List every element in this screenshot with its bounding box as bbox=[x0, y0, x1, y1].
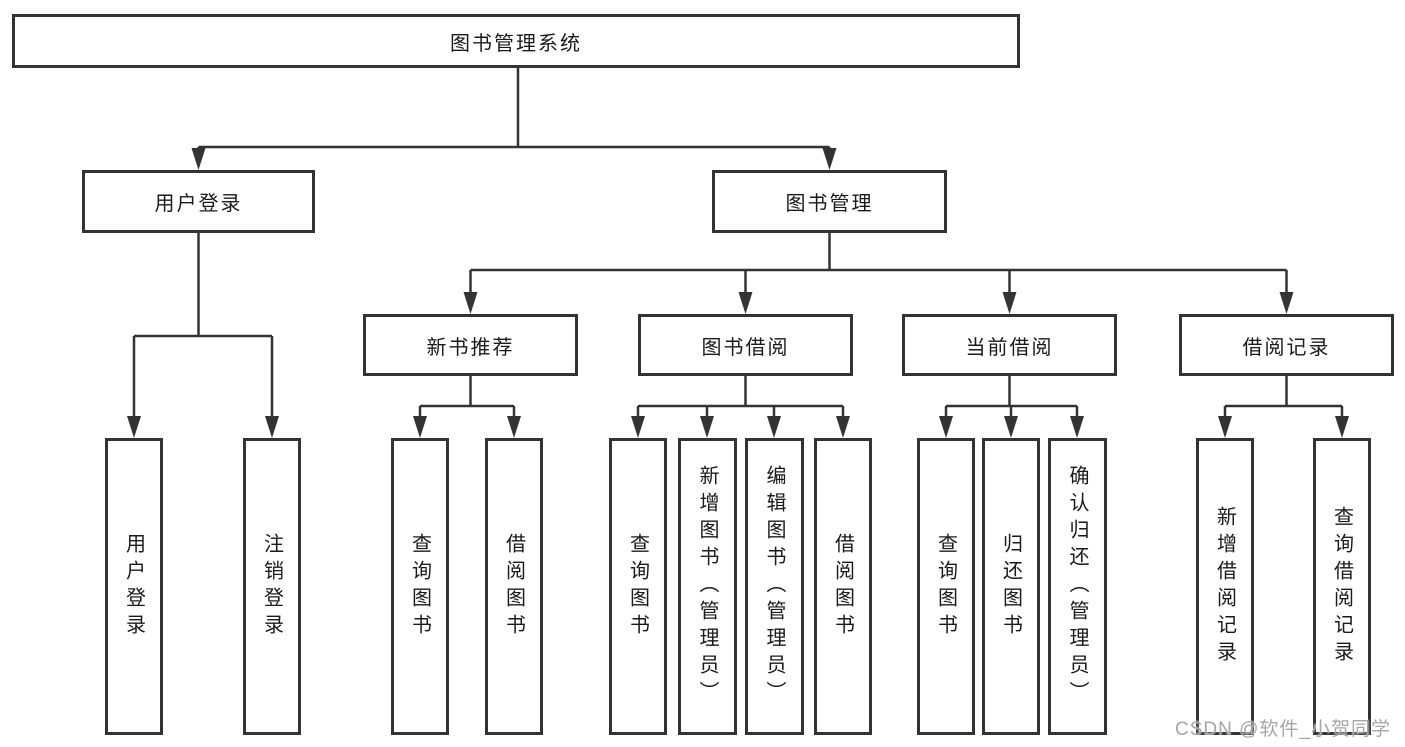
leaf-current-confirm-return-admin: 确认归还（管理员） bbox=[1048, 438, 1107, 735]
leaf-logout-label: 注销登录 bbox=[260, 532, 283, 641]
node-borrow-records: 借阅记录 bbox=[1179, 314, 1394, 376]
tree-wires bbox=[132, 68, 1344, 420]
arrowhead-icons bbox=[127, 148, 1349, 438]
node-book-management: 图书管理 bbox=[712, 170, 947, 233]
leaf-borrow-add-books-admin-label: 新增图书（管理员） bbox=[696, 465, 718, 708]
leaf-borrow-edit-books-admin-label: 编辑图书（管理员） bbox=[763, 465, 785, 708]
node-library-system-label: 图书管理系统 bbox=[450, 32, 582, 55]
leaf-borrow-query-books-label: 查询图书 bbox=[626, 532, 649, 641]
node-book-borrow: 图书借阅 bbox=[638, 314, 853, 376]
leaf-user-login: 用户登录 bbox=[105, 438, 163, 735]
leaf-current-confirm-return-admin-label: 确认归还（管理员） bbox=[1066, 465, 1088, 708]
leaf-user-login-label: 用户登录 bbox=[122, 532, 145, 641]
leaf-logout: 注销登录 bbox=[243, 438, 301, 735]
leaf-records-add-record-label: 新增借阅记录 bbox=[1213, 505, 1236, 668]
leaf-borrow-query-books: 查询图书 bbox=[609, 438, 667, 735]
leaf-borrow-borrow-books-label: 借阅图书 bbox=[831, 532, 854, 641]
node-current-borrow: 当前借阅 bbox=[902, 314, 1117, 376]
node-current-borrow-label: 当前借阅 bbox=[965, 336, 1054, 359]
node-library-system: 图书管理系统 bbox=[12, 14, 1020, 68]
leaf-current-return-books-label: 归还图书 bbox=[999, 532, 1022, 641]
leaf-newbook-query-books: 查询图书 bbox=[391, 438, 449, 735]
leaf-newbook-query-books-label: 查询图书 bbox=[408, 532, 431, 641]
node-new-book-recommend: 新书推荐 bbox=[363, 314, 578, 376]
leaf-records-add-record: 新增借阅记录 bbox=[1196, 438, 1254, 735]
node-borrow-records-label: 借阅记录 bbox=[1242, 336, 1331, 359]
leaf-newbook-borrow-books: 借阅图书 bbox=[485, 438, 543, 735]
csdn-watermark: CSDN @软件_小贺同学 bbox=[1175, 719, 1391, 740]
leaf-records-query-record: 查询借阅记录 bbox=[1313, 438, 1371, 735]
node-book-management-label: 图书管理 bbox=[785, 193, 874, 215]
leaf-newbook-borrow-books-label: 借阅图书 bbox=[502, 532, 525, 641]
leaf-current-return-books: 归还图书 bbox=[982, 438, 1040, 735]
node-user-login: 用户登录 bbox=[82, 170, 315, 233]
node-new-book-recommend-label: 新书推荐 bbox=[426, 336, 515, 359]
node-book-borrow-label: 图书借阅 bbox=[701, 336, 790, 359]
leaf-borrow-edit-books-admin: 编辑图书（管理员） bbox=[745, 438, 804, 735]
leaf-borrow-add-books-admin: 新增图书（管理员） bbox=[678, 438, 737, 735]
leaf-current-query-books: 查询图书 bbox=[917, 438, 975, 735]
leaf-borrow-borrow-books: 借阅图书 bbox=[814, 438, 872, 735]
node-user-login-label: 用户登录 bbox=[154, 193, 243, 215]
leaf-current-query-books-label: 查询图书 bbox=[934, 532, 957, 641]
leaf-records-query-record-label: 查询借阅记录 bbox=[1330, 505, 1353, 668]
